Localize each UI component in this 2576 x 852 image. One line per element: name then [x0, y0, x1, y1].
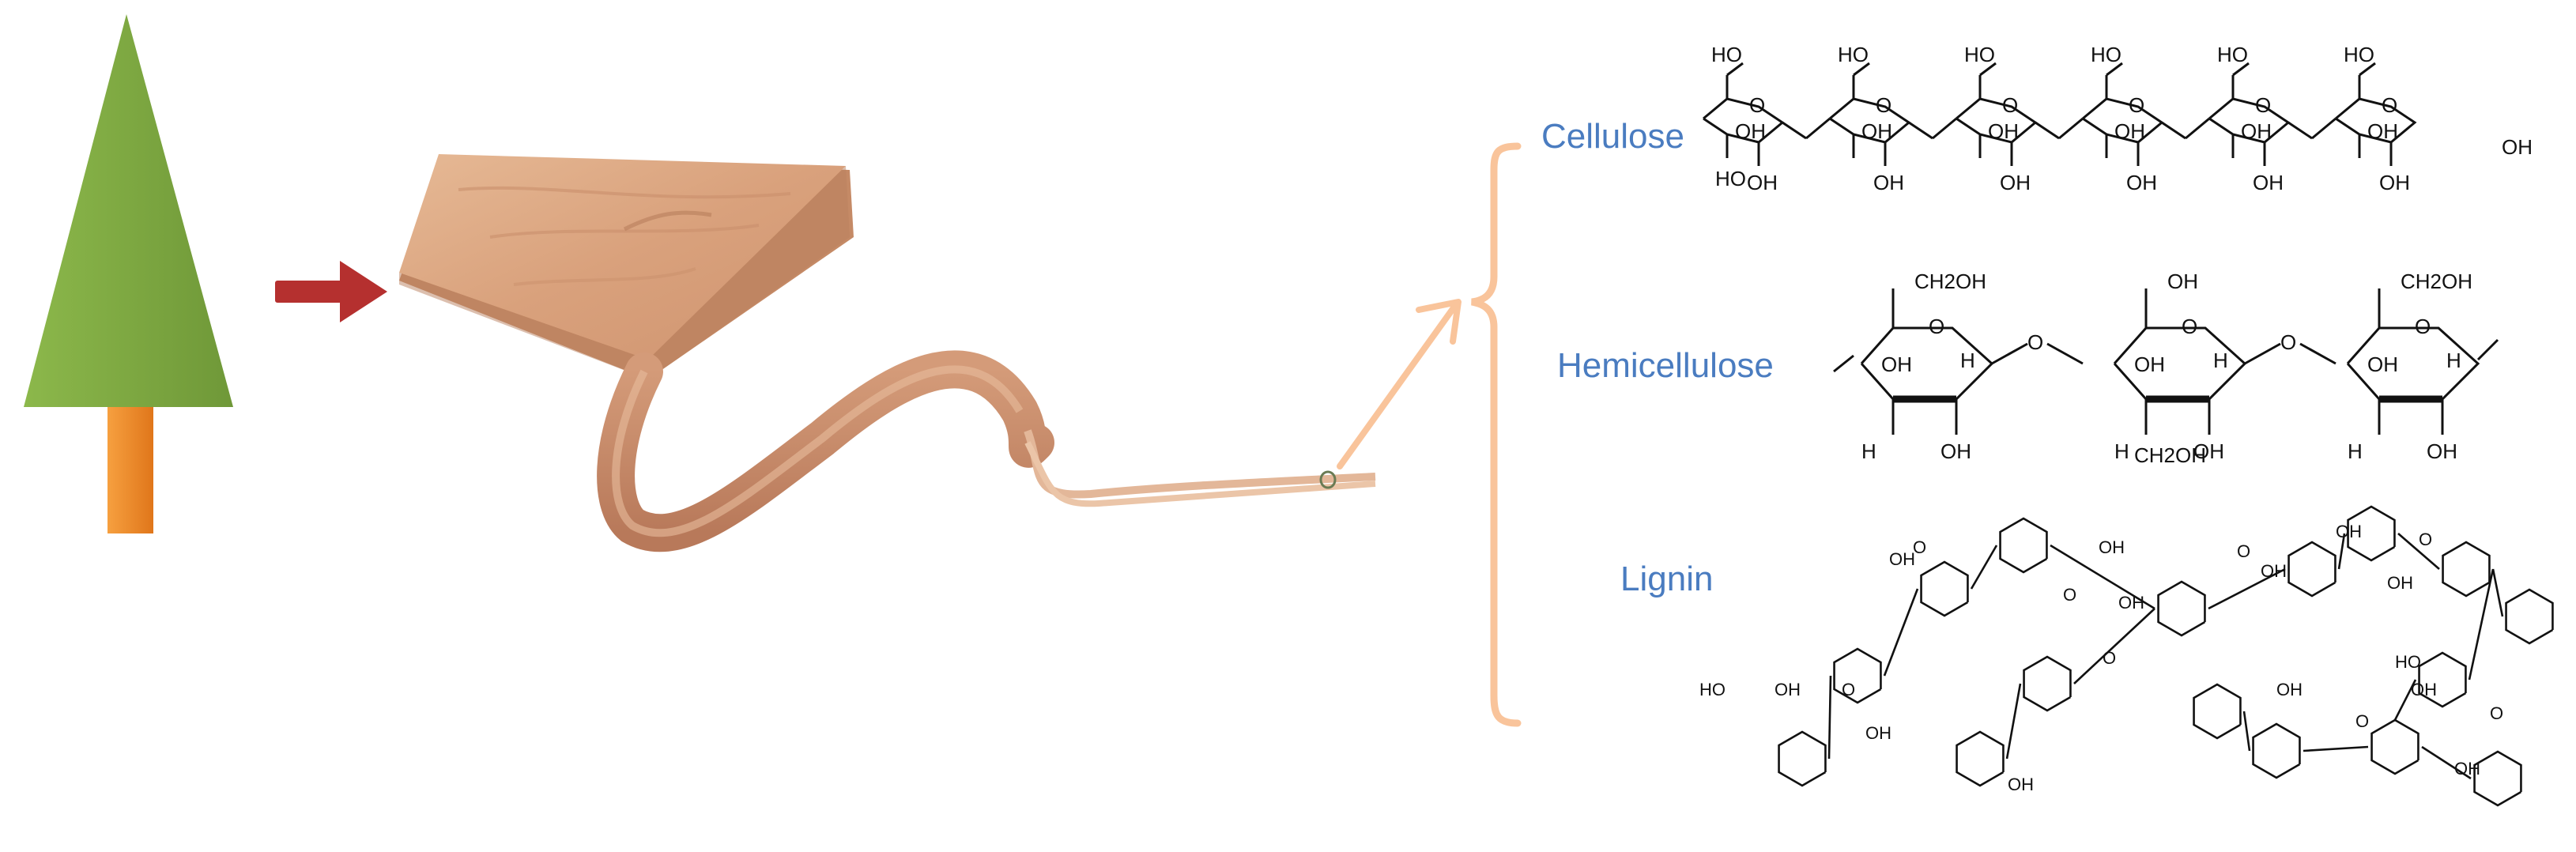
hydroxyl-label: OH — [1889, 549, 1915, 569]
hemicellulose-label: Hemicellulose — [1557, 346, 1774, 385]
hydroxyl-label: OH — [1865, 723, 1891, 743]
cellulose-label: Cellulose — [1541, 117, 1684, 156]
hydroxyl-label: OH — [2253, 171, 2284, 194]
oxygen-label: O — [2027, 330, 2043, 354]
oxygen-label: O — [2280, 330, 2296, 354]
hydroxyl-label: HO — [1964, 43, 1995, 66]
hydroxyl-label: OH — [1775, 680, 1801, 699]
hydroxyl-label: HO — [2217, 43, 2248, 66]
hydroxyl-label: OH — [2134, 352, 2165, 376]
hydroxyl-label: OH — [1873, 171, 1904, 194]
oxygen-label: O — [1929, 315, 1944, 338]
red-arrow-icon — [275, 261, 387, 322]
oxygen-label: O — [2255, 93, 2271, 117]
cellulose-atom-labels: HOOHOHOHOOHOHOHOOHOHOHOOHOHOHOOHOHOHOOHO… — [1711, 43, 2533, 194]
oxygen-label: O — [1913, 537, 1926, 557]
hydroxyl-label: OH — [2387, 573, 2413, 593]
hydroxyl-label: HO — [2091, 43, 2122, 66]
hydrogen-label: H — [1960, 349, 1975, 372]
hydrogen-label: H — [2348, 439, 2363, 463]
hydroxymethyl-label: CH2OH — [2134, 443, 2206, 467]
hydroxyl-label: OH — [2454, 759, 2480, 778]
hydrogen-label: H — [2114, 439, 2129, 463]
oxygen-label: O — [2103, 648, 2116, 668]
oxygen-label: O — [2419, 530, 2432, 549]
oxygen-label: O — [2490, 703, 2503, 723]
tree-icon — [24, 14, 233, 533]
hydroxyl-label: OH — [2276, 680, 2303, 699]
oxygen-label: O — [2415, 315, 2431, 338]
lignin-structure — [1778, 505, 2554, 807]
oxygen-label: O — [1842, 680, 1855, 699]
oxygen-label: O — [1876, 93, 1891, 117]
hydroxyl-label: OH — [2367, 352, 2398, 376]
oxygen-label: O — [2002, 93, 2018, 117]
hydroxyl-label: OH — [2411, 680, 2437, 699]
hydroxyl-label: OH — [2427, 439, 2457, 463]
hydroxyl-label: OH — [1861, 119, 1892, 143]
hydroxyl-label: OH — [2379, 171, 2410, 194]
hydroxymethyl-label: CH2OH — [2401, 270, 2472, 293]
orange-arrow-icon — [1337, 299, 1461, 469]
bracket-icon — [1471, 142, 1522, 727]
hydroxyl-label: OH — [2008, 775, 2034, 794]
hydroxyl-label: OH — [2126, 171, 2157, 194]
hydroxyl-label: OH — [2118, 593, 2144, 613]
tree-trunk — [107, 403, 153, 533]
hydroxyl-label: OH — [2336, 522, 2362, 541]
hydroxyl-label: OH — [1881, 352, 1912, 376]
hydroxyl-label: OH — [1747, 171, 1778, 194]
hydroxyl-label: OH — [1735, 119, 1766, 143]
hydroxyl-label: OH — [2099, 537, 2125, 557]
hydroxyl-label: OH — [2241, 119, 2272, 143]
hydrogen-label: H — [2213, 349, 2228, 372]
hydroxyl-label: OH — [1940, 439, 1971, 463]
hydroxyl-label: OH — [2114, 119, 2145, 143]
hydroxyl-label: HO — [1699, 680, 1726, 699]
lignin-label: Lignin — [1620, 560, 1714, 598]
oxygen-label: O — [2063, 585, 2076, 605]
hydroxyl-label: OH — [2000, 171, 2031, 194]
oxygen-label: O — [2382, 93, 2397, 117]
hydroxyl-label: OH — [2367, 119, 2398, 143]
hemicellulose-structure — [1833, 288, 2499, 435]
oxygen-label: O — [2355, 711, 2369, 731]
cellulose-structure — [1703, 62, 2417, 166]
hydroxyl-label: OH — [1988, 119, 2019, 143]
oxygen-label: O — [2237, 541, 2250, 561]
fiber-strand-image — [597, 350, 1376, 552]
hydroxyl-label: HO — [2344, 43, 2374, 66]
oxygen-label: O — [1749, 93, 1765, 117]
hydroxymethyl-label: CH2OH — [1914, 270, 1986, 293]
hydroxyl-label: HO — [2395, 652, 2421, 672]
hydroxyl-label: OH — [2167, 270, 2198, 293]
hydrogen-label: H — [2446, 349, 2461, 372]
hydroxyl-label: HO — [1711, 43, 1742, 66]
tree-crown — [24, 14, 233, 407]
hydroxyl-label: OH — [2502, 135, 2533, 159]
oxygen-label: O — [2182, 315, 2197, 338]
hydroxyl-label: HO — [1715, 167, 1746, 190]
oxygen-label: O — [2129, 93, 2144, 117]
hydrogen-label: H — [1861, 439, 1876, 463]
hydroxyl-label: OH — [2261, 561, 2287, 581]
wood-board-image — [399, 154, 854, 379]
hydroxyl-label: HO — [1838, 43, 1869, 66]
hydroxyl-label: OH — [2193, 439, 2224, 463]
